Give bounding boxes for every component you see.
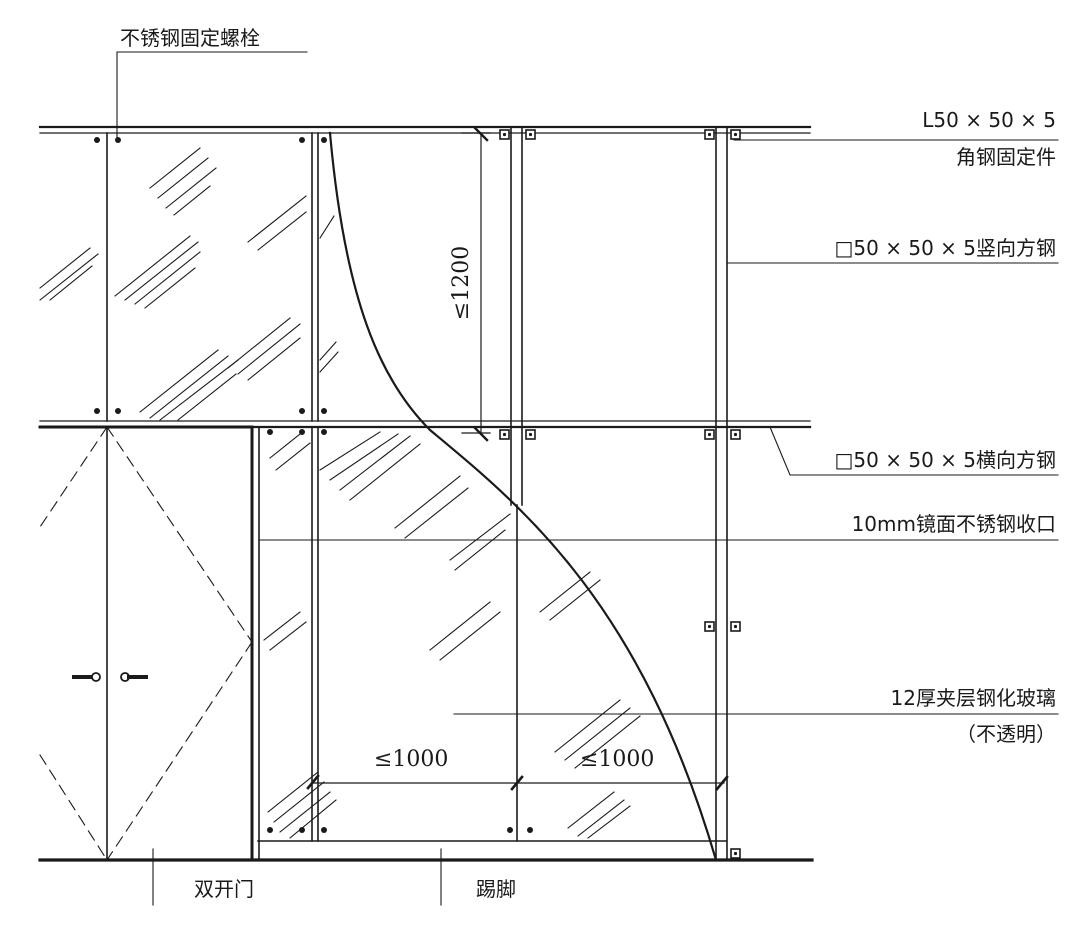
trim-label: 10mm镜面不锈钢收口 bbox=[851, 512, 1056, 536]
vertical-tube-label: □50 × 50 × 5竖向方钢 bbox=[834, 236, 1056, 260]
horizontal-dimension-line bbox=[306, 774, 729, 791]
glass-note-label: （不透明） bbox=[956, 722, 1056, 746]
horizontal-spacing-left-dimension: ≤1000 bbox=[374, 747, 449, 772]
bolt-label: 不锈钢固定螺栓 bbox=[120, 26, 260, 50]
angle-name-label: 角钢固定件 bbox=[956, 145, 1056, 169]
vertical-dimension-line bbox=[461, 126, 491, 442]
vertical-spacing-dimension: ≤1200 bbox=[449, 245, 474, 321]
vertical-tube-right bbox=[715, 126, 728, 861]
glass-hatching bbox=[39, 147, 339, 421]
vertical-tube-left bbox=[510, 126, 523, 506]
top-horizontal-tube bbox=[38, 125, 812, 134]
angle-size-label: L50 × 50 × 5 bbox=[922, 108, 1056, 132]
glass-hatching bbox=[263, 431, 641, 839]
door-frame bbox=[38, 425, 260, 862]
skirting-label: 踢脚 bbox=[476, 877, 516, 901]
horizontal-tube-label: □50 × 50 × 5横向方钢 bbox=[834, 448, 1056, 472]
glass-label: 12厚夹层钢化玻璃 bbox=[890, 686, 1056, 710]
door-swing-lines bbox=[39, 426, 253, 861]
door-handle-right bbox=[120, 672, 148, 682]
leader-lines bbox=[116, 51, 1059, 906]
curved-glass-edge bbox=[328, 131, 718, 862]
horizontal-spacing-right-dimension: ≤1000 bbox=[580, 747, 655, 772]
door-handle-left bbox=[72, 672, 101, 682]
leader-bolt bbox=[116, 51, 308, 139]
leader-horizontal-tube bbox=[769, 426, 1059, 476]
door-label: 双开门 bbox=[194, 877, 254, 901]
angle-bracket-centers bbox=[502, 132, 738, 856]
bolt-dots bbox=[94, 137, 533, 833]
